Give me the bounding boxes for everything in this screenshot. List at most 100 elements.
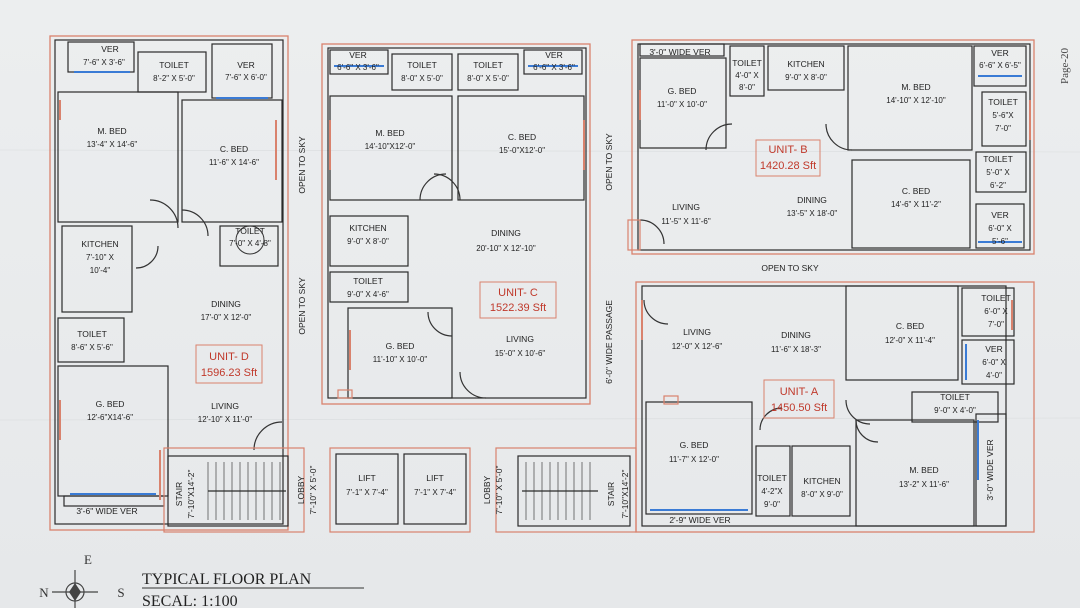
unit-c-label: UNIT- C	[498, 287, 538, 299]
unit-b-kitchen-name: KITCHEN	[787, 59, 824, 69]
unit-a-living-name: LIVING	[683, 327, 711, 337]
unit-c-gbed-dim: 11'-10" X 10'-0"	[373, 355, 428, 364]
unit-c-gbed-name: G. BED	[386, 341, 415, 351]
unit-c-living-dim: 15'-0" X 10'-6"	[495, 349, 546, 358]
unit-d-toilet1-dim: 8'-2" X 5'-0"	[153, 74, 195, 83]
unit-b-cbed-name: C. BED	[902, 186, 930, 196]
unit-d-mbed-name: M. BED	[97, 126, 126, 136]
core	[163, 447, 637, 533]
unit-b-toilet3-name: TOILET	[983, 154, 1013, 164]
unit-a-living-dim: 12'-0" X 12'-6"	[672, 342, 723, 351]
unit-b-toilet1-dim1: 4'-0" X	[735, 71, 759, 80]
lobby-right-dim: 7'-10" X 5'-0"	[494, 466, 504, 515]
unit-c-ver1-name: VER	[349, 50, 366, 60]
lobby-right-name: LOBBY	[482, 476, 492, 505]
unit-d-label: UNIT- D	[209, 351, 249, 363]
unit-a-toilet1-dim1: 6'-0" X	[984, 307, 1008, 316]
unit-a-toilet1-name: TOILET	[981, 293, 1011, 303]
open-sky-label-3: OPEN TO SKY	[604, 133, 614, 191]
unit-a-dining-dim: 11'-6" X 18'-3"	[771, 345, 821, 354]
unit-a-cbed-name: C. BED	[896, 321, 924, 331]
unit-c-area: 1522.39 Sft	[490, 302, 546, 314]
unit-c-toilet2-name: TOILET	[473, 60, 503, 70]
unit-a-verandah-bottom: 2'-9" WIDE VER	[669, 515, 730, 525]
unit-d-toilet2-dim: 7'-0" X 4'-8"	[229, 239, 271, 248]
unit-a-toilet3-dim2: 9'-0"	[764, 500, 780, 509]
unit-a-toilet3-name: TOILET	[757, 473, 787, 483]
unit-a-label: UNIT- A	[780, 386, 819, 398]
unit-c-toilet3-dim: 9'-0" X 4'-6"	[347, 290, 389, 299]
unit-c-dining-dim: 20'-10" X 12'-10"	[476, 244, 536, 253]
unit-c-toilet1-dim: 8'-0" X 5'-0"	[401, 74, 443, 83]
unit-b-toilet2-dim1: 5'-6"X	[992, 111, 1014, 120]
lift2-name: LIFT	[426, 473, 443, 483]
compass-icon	[52, 570, 98, 608]
unit-d-area: 1596.23 Sft	[201, 367, 257, 379]
unit-a-ver1-dim1: 6'-0" X	[982, 358, 1006, 367]
unit-c-ver1-dim: 6'-6" X 3'-6"	[337, 63, 379, 72]
unit-d-dining-dim: 17'-0" X 12'-0"	[201, 313, 252, 322]
unit-d-toilet3-name: TOILET	[77, 329, 107, 339]
open-sky-label-1: OPEN TO SKY	[297, 136, 307, 194]
unit-a-kitchen-name: KITCHEN	[803, 476, 840, 486]
unit-a-ver1-name: VER	[985, 344, 1002, 354]
compass-s: S	[117, 585, 124, 600]
unit-b	[627, 39, 1035, 255]
lift1-dim: 7'-1" X 7'-4"	[346, 488, 388, 497]
unit-c-badge	[479, 281, 557, 319]
unit-d-living-dim: 12'-10" X 11'-0"	[198, 415, 253, 424]
unit-b-living-name: LIVING	[672, 202, 700, 212]
unit-c-cbed-dim: 15'-0"X12'-0"	[499, 146, 545, 155]
unit-b-ver2-dim1: 6'-0" X	[988, 224, 1012, 233]
unit-a-toilet3-dim1: 4'-2"X	[761, 487, 783, 496]
unit-c-cbed-name: C. BED	[508, 132, 536, 142]
unit-b-toilet3-dim1: 5'-0" X	[986, 168, 1010, 177]
unit-c-dining-name: DINING	[491, 228, 521, 238]
unit-b-ver1-name: VER	[991, 48, 1008, 58]
unit-a-ver1-dim2: 4'-0"	[986, 371, 1002, 380]
unit-a-area: 1450.50 Sft	[771, 402, 827, 414]
unit-b-living-dim: 11'-5" X 11'-6"	[661, 217, 711, 226]
unit-a-dining-name: DINING	[781, 330, 811, 340]
unit-c-ver2-dim: 6'-6" X 3'-6"	[533, 63, 575, 72]
passage-label: 6'-0" WIDE PASSAGE	[604, 300, 614, 384]
unit-a-cbed-dim: 12'-0" X 11'-4"	[885, 336, 935, 345]
unit-c-living-name: LIVING	[506, 334, 534, 344]
unit-d-ver2-name: VER	[237, 60, 254, 70]
unit-b-cbed-dim: 14'-6" X 11'-2"	[891, 200, 941, 209]
unit-c-kitchen-name: KITCHEN	[349, 223, 386, 233]
unit-b-toilet3-dim2: 6'-2"	[990, 181, 1006, 190]
lobby-left-dim: 7'-10" X 5'-0"	[308, 466, 318, 515]
unit-b-toilet2-name: TOILET	[988, 97, 1018, 107]
unit-a-gbed-name: G. BED	[680, 440, 709, 450]
unit-a-mbed-name: M. BED	[909, 465, 938, 475]
unit-b-ver1-dim: 6'-6" X 6'-5"	[979, 61, 1021, 70]
unit-d-kitchen-name: KITCHEN	[81, 239, 118, 249]
unit-a-badge	[763, 379, 835, 419]
open-sky-label-2: OPEN TO SKY	[297, 277, 307, 335]
unit-b-kitchen-dim: 9'-0" X 8'-0"	[785, 73, 827, 82]
unit-d-verandah: 3'-6" WIDE VER	[76, 506, 137, 516]
lobby-left-name: LOBBY	[296, 476, 306, 505]
unit-c-ver2-name: VER	[545, 50, 562, 60]
unit-b-gbed-dim: 11'-0" X 10'-0"	[657, 100, 707, 109]
unit-b-toilet1-name: TOILET	[732, 58, 762, 68]
unit-d-ver2-dim: 7'-6" X 6'-0"	[225, 73, 267, 82]
lift2-dim: 7'-1" X 7'-4"	[414, 488, 456, 497]
compass-e: E	[84, 552, 92, 567]
unit-b-toilet2-dim2: 7'-0"	[995, 124, 1011, 133]
unit-d-living-name: LIVING	[211, 401, 239, 411]
unit-a-mbed-dim: 13'-2" X 11'-6"	[899, 480, 949, 489]
unit-a-verandah-right: 3'-0" WIDE VER	[985, 439, 995, 500]
unit-b-label: UNIT- B	[768, 144, 807, 156]
unit-a-toilet2-name: TOILET	[940, 392, 970, 402]
unit-c-toilet1-name: TOILET	[407, 60, 437, 70]
unit-a	[635, 281, 1035, 533]
plan-scale: SECAL: 1:100	[142, 593, 238, 608]
page-number: Page-20	[1059, 47, 1071, 84]
unit-d-ver1-dim: 7'-6" X 3'-6"	[83, 58, 125, 67]
unit-b-ver2-dim2: 5'-6"	[992, 237, 1008, 246]
plan-title: TYPICAL FLOOR PLAN	[142, 571, 312, 588]
